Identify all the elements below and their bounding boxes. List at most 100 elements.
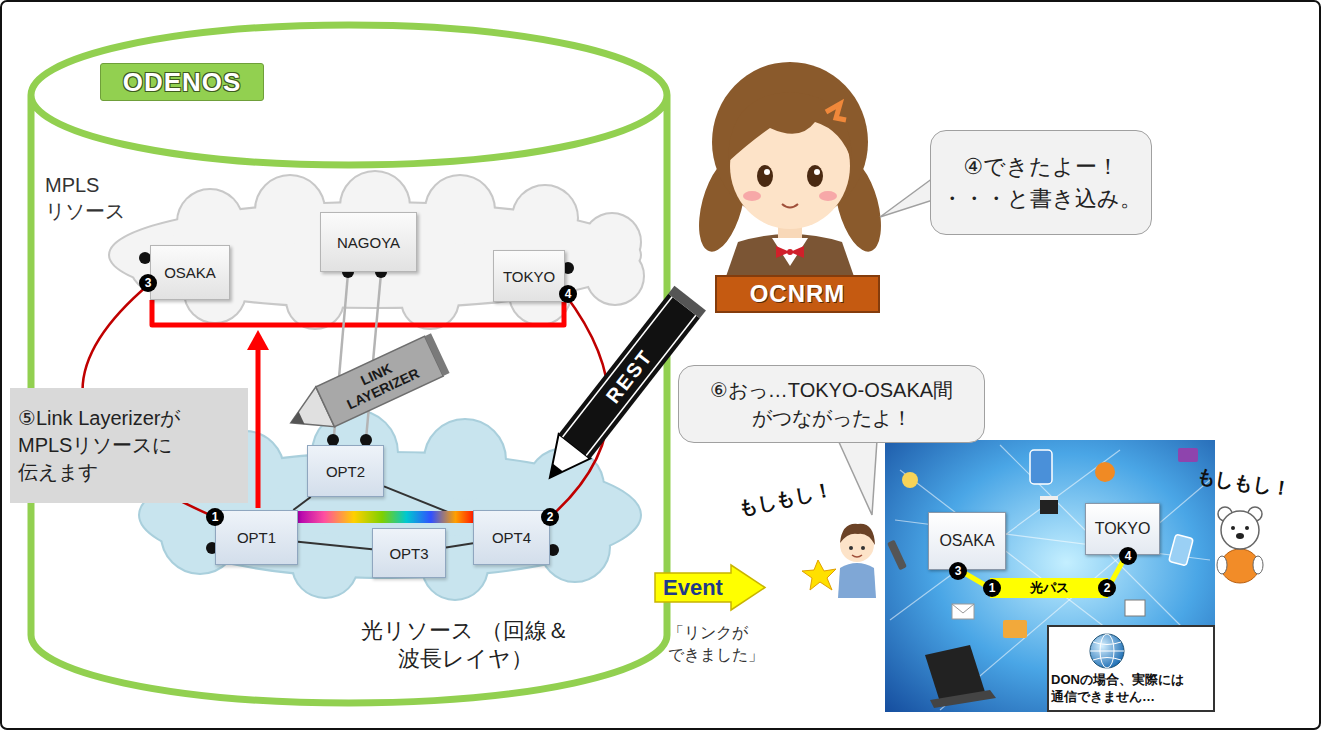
note-box-shape bbox=[1090, 651, 1124, 652]
rest-pen-shape bbox=[668, 286, 706, 319]
girl-illustration bbox=[757, 165, 773, 187]
optical-cloud-shape bbox=[425, 420, 505, 500]
link-layerizer-pen: LINK LAYERIZER bbox=[279, 328, 452, 448]
girl-illustration bbox=[807, 165, 823, 187]
node-label: ④できたよー！ ・・・と書き込み。 bbox=[938, 151, 1144, 215]
callout-number: 2 bbox=[1098, 579, 1116, 597]
layer-notify-arrow bbox=[247, 330, 269, 350]
router-box: NAGOYA bbox=[320, 212, 417, 272]
network-panel bbox=[930, 690, 996, 708]
callout-number: 1 bbox=[983, 579, 1001, 597]
caller-illustration bbox=[861, 546, 865, 550]
light-path-band: 光パス bbox=[990, 578, 1108, 598]
mpls-cloud-shape bbox=[402, 272, 458, 328]
girl-illustration bbox=[826, 104, 846, 120]
router-box: OSAKA bbox=[928, 512, 1006, 570]
router-box: TOKYO bbox=[1085, 503, 1160, 555]
link-layerizer-pen-shape bbox=[425, 333, 450, 376]
optical-node: OPT2 bbox=[307, 445, 384, 497]
note-box-shape bbox=[1093, 642, 1121, 660]
network-panel bbox=[1125, 600, 1145, 616]
callout-number: 2 bbox=[541, 508, 559, 526]
optical-cloud-shape bbox=[293, 533, 357, 597]
mpls-cloud: MPLS リソースOSAKANAGOYATOKYO bbox=[100, 180, 660, 325]
network-panel bbox=[885, 440, 1215, 712]
girl-illustration bbox=[764, 169, 770, 175]
mpls-cloud-shape bbox=[402, 272, 458, 328]
optical-node: OPT4 bbox=[473, 510, 550, 565]
bear-illustration bbox=[1217, 507, 1263, 583]
speech-text: もしもし！ bbox=[736, 476, 834, 521]
event-arrow-shape bbox=[655, 565, 765, 610]
speech-bubble: ⑥おっ…TOKYO-OSAKA間 がつながったよ！ bbox=[678, 365, 985, 443]
caller-illustration bbox=[840, 524, 875, 545]
lambda-path bbox=[298, 511, 473, 523]
step-callout: ⑤Link Layerizerが MPLSリソースに 伝えます bbox=[10, 388, 248, 503]
girl-illustration bbox=[814, 169, 820, 175]
router-box: OSAKA bbox=[150, 245, 230, 300]
node-label: OSAKA bbox=[939, 532, 994, 550]
network-panel bbox=[1040, 500, 1058, 514]
callout-number: 4 bbox=[559, 285, 577, 303]
network-panel bbox=[1169, 534, 1194, 566]
callout-number: 3 bbox=[139, 274, 157, 292]
mpls-cloud-shape bbox=[110, 172, 643, 328]
node-label: TOKYO bbox=[1095, 520, 1151, 538]
note-box-shape bbox=[1090, 634, 1124, 668]
node-label: ⑥おっ…TOKYO-OSAKA間 がつながったよ！ bbox=[687, 376, 977, 432]
node-label: DONの場合、実際には 通信できません… bbox=[1051, 671, 1211, 705]
girl-illustration bbox=[782, 204, 798, 208]
girl-illustration bbox=[776, 246, 804, 258]
title-badge: ODENOS bbox=[100, 63, 264, 101]
odenos-cylinder: ODENOSMPLS リソースOSAKANAGOYATOKYOLINK LAYE… bbox=[26, 21, 674, 713]
bear-illustration bbox=[1231, 526, 1235, 530]
mpls-cloud-shape bbox=[426, 176, 494, 244]
router-box: TOKYO bbox=[493, 250, 565, 302]
node-label: OPT1 bbox=[237, 529, 276, 546]
link-layerizer-pen-shape bbox=[316, 336, 443, 427]
callout-number: 1 bbox=[206, 508, 224, 526]
speech-bubble-tail bbox=[838, 178, 933, 515]
link-layerizer-pen-shape bbox=[288, 411, 305, 429]
layer-heading: 光リソース （回線＆波長レイヤ） bbox=[345, 617, 585, 673]
caller-illustration bbox=[802, 560, 836, 590]
girl-illustration bbox=[787, 249, 793, 255]
girl-illustration bbox=[728, 92, 852, 162]
network-panel bbox=[1030, 450, 1052, 484]
mpls-cloud-shape bbox=[110, 172, 643, 328]
mpls-cloud-shape bbox=[256, 176, 324, 244]
speech-bubble-tail bbox=[880, 178, 933, 217]
node-label: Event bbox=[663, 575, 723, 601]
mpls-cloud-shape bbox=[587, 248, 643, 304]
network-panel bbox=[1178, 448, 1198, 462]
node-label: ⑤Link Layerizerが MPLSリソースに 伝えます bbox=[18, 405, 240, 486]
network-panel bbox=[902, 472, 918, 488]
girl-illustration bbox=[743, 191, 761, 201]
network-panel bbox=[1003, 620, 1027, 638]
network-panel bbox=[1095, 462, 1115, 482]
node-label: TOKYO bbox=[503, 268, 555, 285]
node-label: NAGOYA bbox=[337, 234, 400, 251]
bear-illustration bbox=[1236, 533, 1244, 539]
speech-bubble-tail bbox=[838, 440, 877, 515]
girl-illustration bbox=[772, 238, 808, 266]
mpls-cloud-shape bbox=[513, 186, 577, 250]
odenos-cylinder-shape bbox=[26, 21, 674, 713]
network-panel bbox=[952, 604, 974, 613]
bear-illustration bbox=[1221, 511, 1259, 549]
network-panel bbox=[887, 540, 907, 571]
node-label: OSAKA bbox=[164, 264, 216, 281]
caller-illustration bbox=[852, 555, 862, 557]
caller-illustration bbox=[849, 546, 853, 550]
layer-notify-arrow bbox=[256, 346, 261, 508]
optical-node: OPT3 bbox=[372, 528, 446, 578]
mpls-cloud-shape bbox=[256, 176, 324, 244]
node-label: 光パス bbox=[1030, 578, 1069, 598]
odenos-cylinder-shape bbox=[31, 25, 667, 703]
node-label: OPT4 bbox=[492, 529, 531, 546]
optical-cloud-shape bbox=[425, 420, 505, 500]
callout-number: 3 bbox=[949, 562, 967, 580]
caller-illustration bbox=[802, 524, 876, 598]
